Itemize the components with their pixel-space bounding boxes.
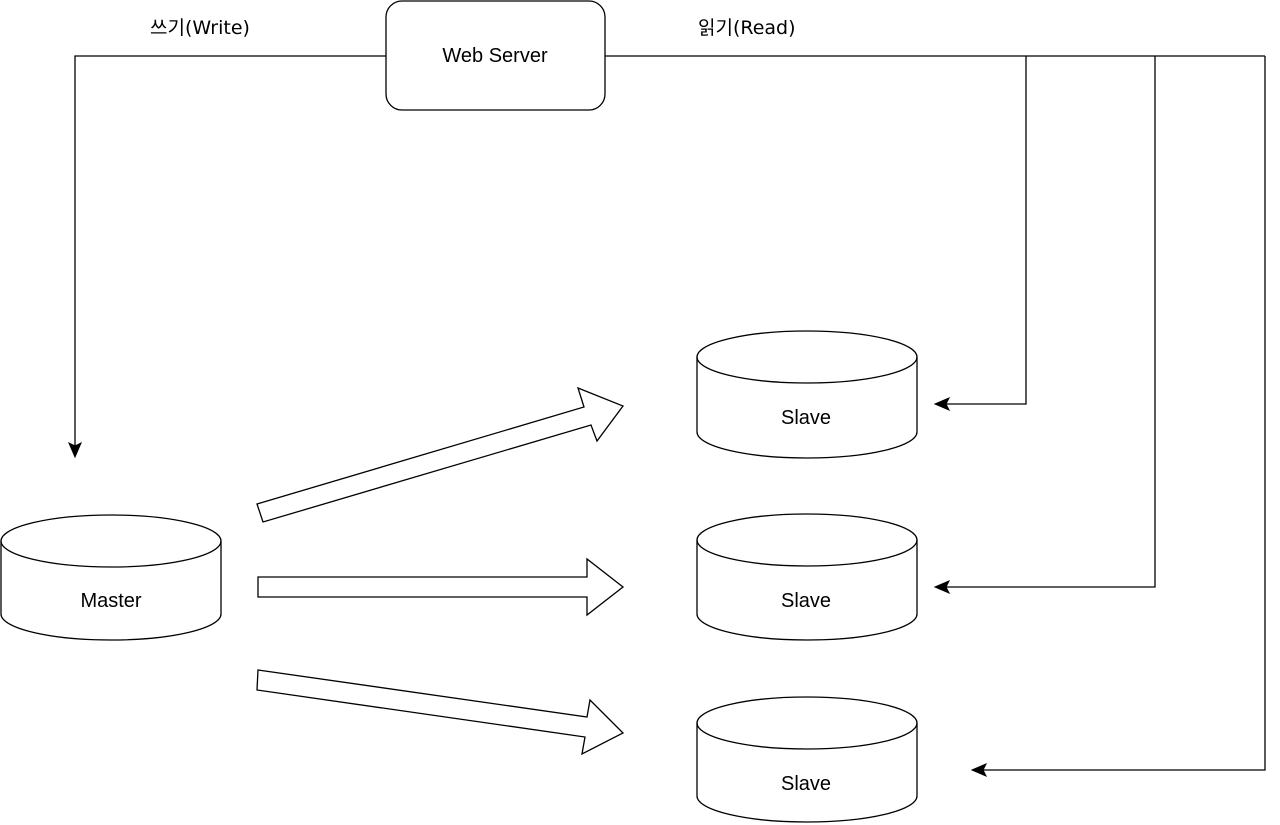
read-arrowhead-slave-1 — [933, 397, 951, 411]
write-edge: 쓰기(Write) — [68, 17, 386, 459]
read-connector-slave-3 — [983, 56, 1266, 771]
slave-3-node[interactable]: Slave — [696, 696, 918, 823]
read-arrowhead-slave-3 — [970, 763, 988, 777]
replication-arrow-slave-3 — [256, 669, 625, 756]
slave-1-cylinder-body — [696, 330, 918, 459]
write-connector — [74, 55, 386, 446]
read-connector-slave-1 — [946, 56, 1027, 405]
write-edge-label: 쓰기(Write) — [150, 17, 250, 39]
web-server-node[interactable]: Web Server — [385, 0, 606, 111]
replication-arrow-slave-2 — [257, 557, 625, 617]
slave-1-cylinder-rim — [696, 356, 918, 384]
master-label: Master — [80, 590, 141, 612]
read-connector-slave-2 — [946, 56, 1156, 588]
replication-arrows — [256, 386, 625, 756]
slave-2-label: Slave — [781, 590, 831, 612]
write-arrowhead — [68, 441, 82, 459]
read-edges: 읽기(Read) — [605, 17, 1266, 777]
web-server-label: Web Server — [442, 45, 548, 67]
read-arrowhead-slave-2 — [933, 580, 951, 594]
master-cylinder-rim — [0, 540, 222, 568]
read-edge-label: 읽기(Read) — [698, 17, 796, 39]
slave-1-node[interactable]: Slave — [696, 330, 918, 459]
master-cylinder-body — [0, 514, 222, 641]
master-node[interactable]: Master — [0, 514, 222, 641]
slave-1-label: Slave — [781, 407, 831, 429]
slave-3-cylinder-body — [696, 696, 918, 823]
slave-3-cylinder-rim — [696, 722, 918, 750]
slave-2-node[interactable]: Slave — [696, 513, 918, 641]
slave-2-cylinder-rim — [696, 539, 918, 567]
slave-3-label: Slave — [781, 773, 831, 795]
replication-arrow-slave-1 — [256, 386, 625, 523]
slave-2-cylinder-body — [696, 513, 918, 641]
